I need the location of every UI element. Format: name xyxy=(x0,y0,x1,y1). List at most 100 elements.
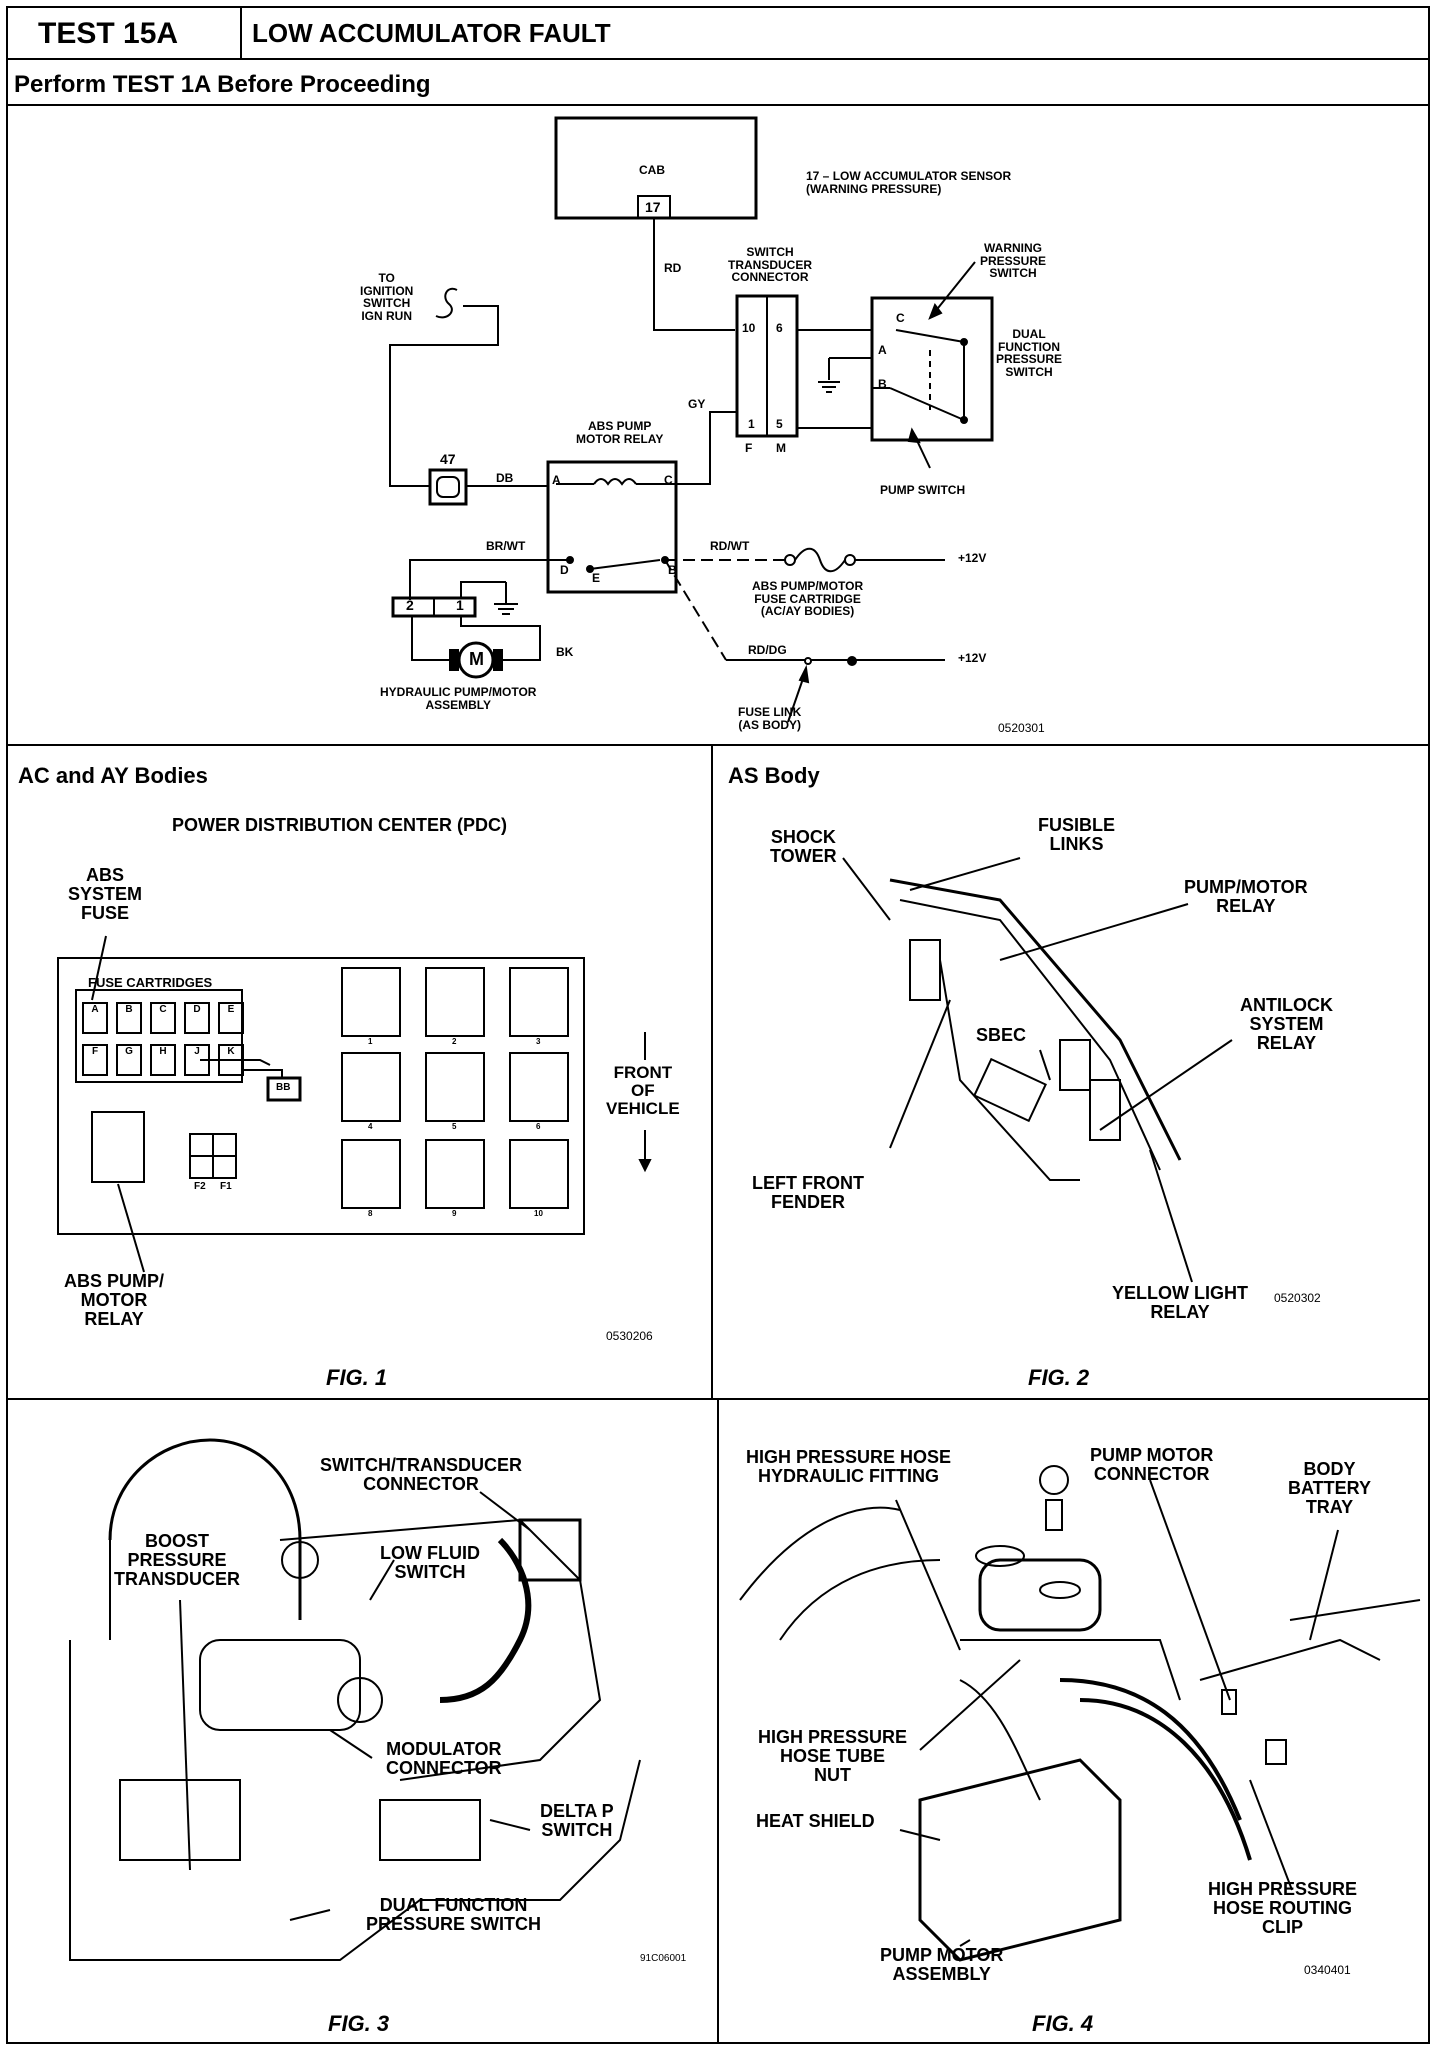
bk-wire-label: BK xyxy=(556,645,574,659)
relay-a: A xyxy=(552,473,561,487)
modulator-connector-label: MODULATOR CONNECTOR xyxy=(386,1739,502,1778)
fuse-cartridge-f: F xyxy=(82,1044,108,1076)
relay-slot-5: 5 xyxy=(452,1122,457,1131)
relay-slot-3: 3 xyxy=(536,1037,541,1046)
gy-wire-label: GY xyxy=(688,397,706,411)
fig1-code: 0530206 xyxy=(606,1329,653,1343)
pin-5: 5 xyxy=(776,417,783,431)
fig4-panel xyxy=(717,1398,1430,2044)
conn-pin-1: 1 xyxy=(456,597,464,613)
transducer-connector-label: SWITCH TRANSDUCER CONNECTOR xyxy=(728,245,812,285)
relay-slot-1: 1 xyxy=(368,1037,373,1046)
fuse-cartridge-b: B xyxy=(116,1002,142,1034)
hp-routing-clip-label: HIGH PRESSURE HOSE ROUTING CLIP xyxy=(1208,1879,1358,1937)
relay-label: ABS PUMP MOTOR RELAY xyxy=(576,419,664,446)
bb-label: BB xyxy=(276,1082,291,1093)
pin-1: 1 xyxy=(748,417,755,431)
motor-m: M xyxy=(469,649,484,669)
rd-wire-label: RD xyxy=(664,261,682,275)
fuse-cartridge-c: C xyxy=(150,1002,176,1034)
pump-motor-relay-label: PUMP/MOTOR RELAY xyxy=(1184,877,1308,916)
pin-17: 17 xyxy=(645,199,661,215)
fuse-cartridges-label: FUSE CARTRIDGES xyxy=(88,975,213,990)
body-battery-tray-label: BODY BATTERY TRAY xyxy=(1288,1459,1371,1517)
relay-slot-4: 4 xyxy=(368,1122,373,1131)
boost-transducer-label: BOOST PRESSURE TRANSDUCER xyxy=(114,1531,240,1589)
dual-function-switch-label: DUAL FUNCTION PRESSURE SWITCH xyxy=(366,1895,542,1934)
sbec-label: SBEC xyxy=(976,1025,1027,1045)
cab-label: CAB xyxy=(639,163,665,177)
switch-c: C xyxy=(896,311,905,325)
pin-f: F xyxy=(745,441,753,455)
fuse-row-top: A B C D E xyxy=(82,1002,244,1034)
switch-a: A xyxy=(878,343,887,357)
fuse-cartridge-label: ABS PUMP/MOTOR FUSE CARTRIDGE (AC/AY BOD… xyxy=(752,579,864,619)
motor-assembly-label: HYDRAULIC PUMP/MOTOR ASSEMBLY xyxy=(380,685,537,712)
fig1-heading: AC and AY Bodies xyxy=(18,763,208,788)
shock-tower-label: SHOCK TOWER xyxy=(770,827,837,866)
page-title: LOW ACCUMULATOR FAULT xyxy=(252,18,611,48)
dual-function-switch xyxy=(870,296,994,442)
f1-label: F1 xyxy=(220,1181,232,1192)
abs-relay xyxy=(546,460,678,594)
switch-transducer-connector-label: SWITCH/TRANSDUCER CONNECTOR xyxy=(320,1455,522,1494)
fig3-code: 91C06001 xyxy=(640,1953,687,1964)
yellow-relay-label: YELLOW LIGHT RELAY xyxy=(1112,1283,1248,1322)
page-subtitle: Perform TEST 1A Before Proceeding xyxy=(14,71,431,98)
relay-slot-6: 6 xyxy=(536,1122,541,1131)
test-id: TEST 15A xyxy=(38,17,179,50)
rd-wt-label: RD/WT xyxy=(710,539,750,553)
relay-c: C xyxy=(664,473,673,487)
fuse-cartridge-g: G xyxy=(116,1044,142,1076)
fig4-code: 0340401 xyxy=(1304,1963,1351,1977)
fuse-cartridge-j: J xyxy=(184,1044,210,1076)
conn-pin-2: 2 xyxy=(406,597,414,613)
fig4-caption: FIG. 4 xyxy=(1032,2011,1094,2036)
br-wt-label: BR/WT xyxy=(486,539,526,553)
pump-switch-label: PUMP SWITCH xyxy=(880,483,966,497)
fuse-cartridge-k: K xyxy=(218,1044,244,1076)
hp-hose-fitting-label: HIGH PRESSURE HOSE HYDRAULIC FITTING xyxy=(746,1447,952,1486)
fuse-cartridge-d: D xyxy=(184,1002,210,1034)
fusible-links-label: FUSIBLE LINKS xyxy=(1038,815,1116,854)
fig2-code: 0520302 xyxy=(1274,1291,1321,1305)
relay-slot-9: 9 xyxy=(452,1209,457,1218)
warning-switch-label: WARNING PRESSURE SWITCH xyxy=(980,241,1047,281)
plus12v-top: +12V xyxy=(958,551,987,565)
dual-switch-label: DUAL FUNCTION PRESSURE SWITCH xyxy=(996,327,1063,379)
delta-p-switch-label: DELTA P SWITCH xyxy=(540,1801,614,1840)
relay-slot-10: 10 xyxy=(534,1209,543,1218)
switch-b: B xyxy=(878,377,887,391)
fuse-47: 47 xyxy=(440,451,456,467)
fuse-cartridge-e: E xyxy=(218,1002,244,1034)
fuse-row-bottom: F G H J K xyxy=(82,1044,244,1076)
fig2-caption: FIG. 2 xyxy=(1028,1365,1090,1390)
left-fender-label: LEFT FRONT FENDER xyxy=(752,1173,864,1212)
pin-6: 6 xyxy=(776,321,783,335)
fuse-link-label: FUSE LINK (AS BODY) xyxy=(738,705,802,732)
pump-motor-assembly-label: PUMP MOTOR ASSEMBLY xyxy=(880,1945,1004,1984)
fig2-heading: AS Body xyxy=(728,763,820,788)
relay-slot-2: 2 xyxy=(452,1037,457,1046)
relay-d: D xyxy=(560,563,569,577)
low-fluid-switch-label: LOW FLUID SWITCH xyxy=(380,1543,480,1582)
hp-hose-tube-nut-label: HIGH PRESSURE HOSE TUBE NUT xyxy=(758,1727,908,1785)
plus12v-bottom: +12V xyxy=(958,651,987,665)
rd-dg-label: RD/DG xyxy=(748,643,787,657)
relay-slot-8: 8 xyxy=(368,1209,373,1218)
ignition-label: TO IGNITION SWITCH IGN RUN xyxy=(360,271,414,323)
db-wire-label: DB xyxy=(496,471,514,485)
front-of-vehicle: FRONT OF VEHICLE xyxy=(606,1063,680,1118)
relay-e: E xyxy=(592,571,601,585)
pin-m: M xyxy=(776,441,786,455)
fuse-cartridge-a: A xyxy=(82,1002,108,1034)
f2-label: F2 xyxy=(194,1181,206,1192)
pump-motor-connector-label: PUMP MOTOR CONNECTOR xyxy=(1090,1445,1214,1484)
abs-fuse-label: ABS SYSTEM FUSE xyxy=(68,865,143,923)
fig3-caption: FIG. 3 xyxy=(328,2011,390,2036)
